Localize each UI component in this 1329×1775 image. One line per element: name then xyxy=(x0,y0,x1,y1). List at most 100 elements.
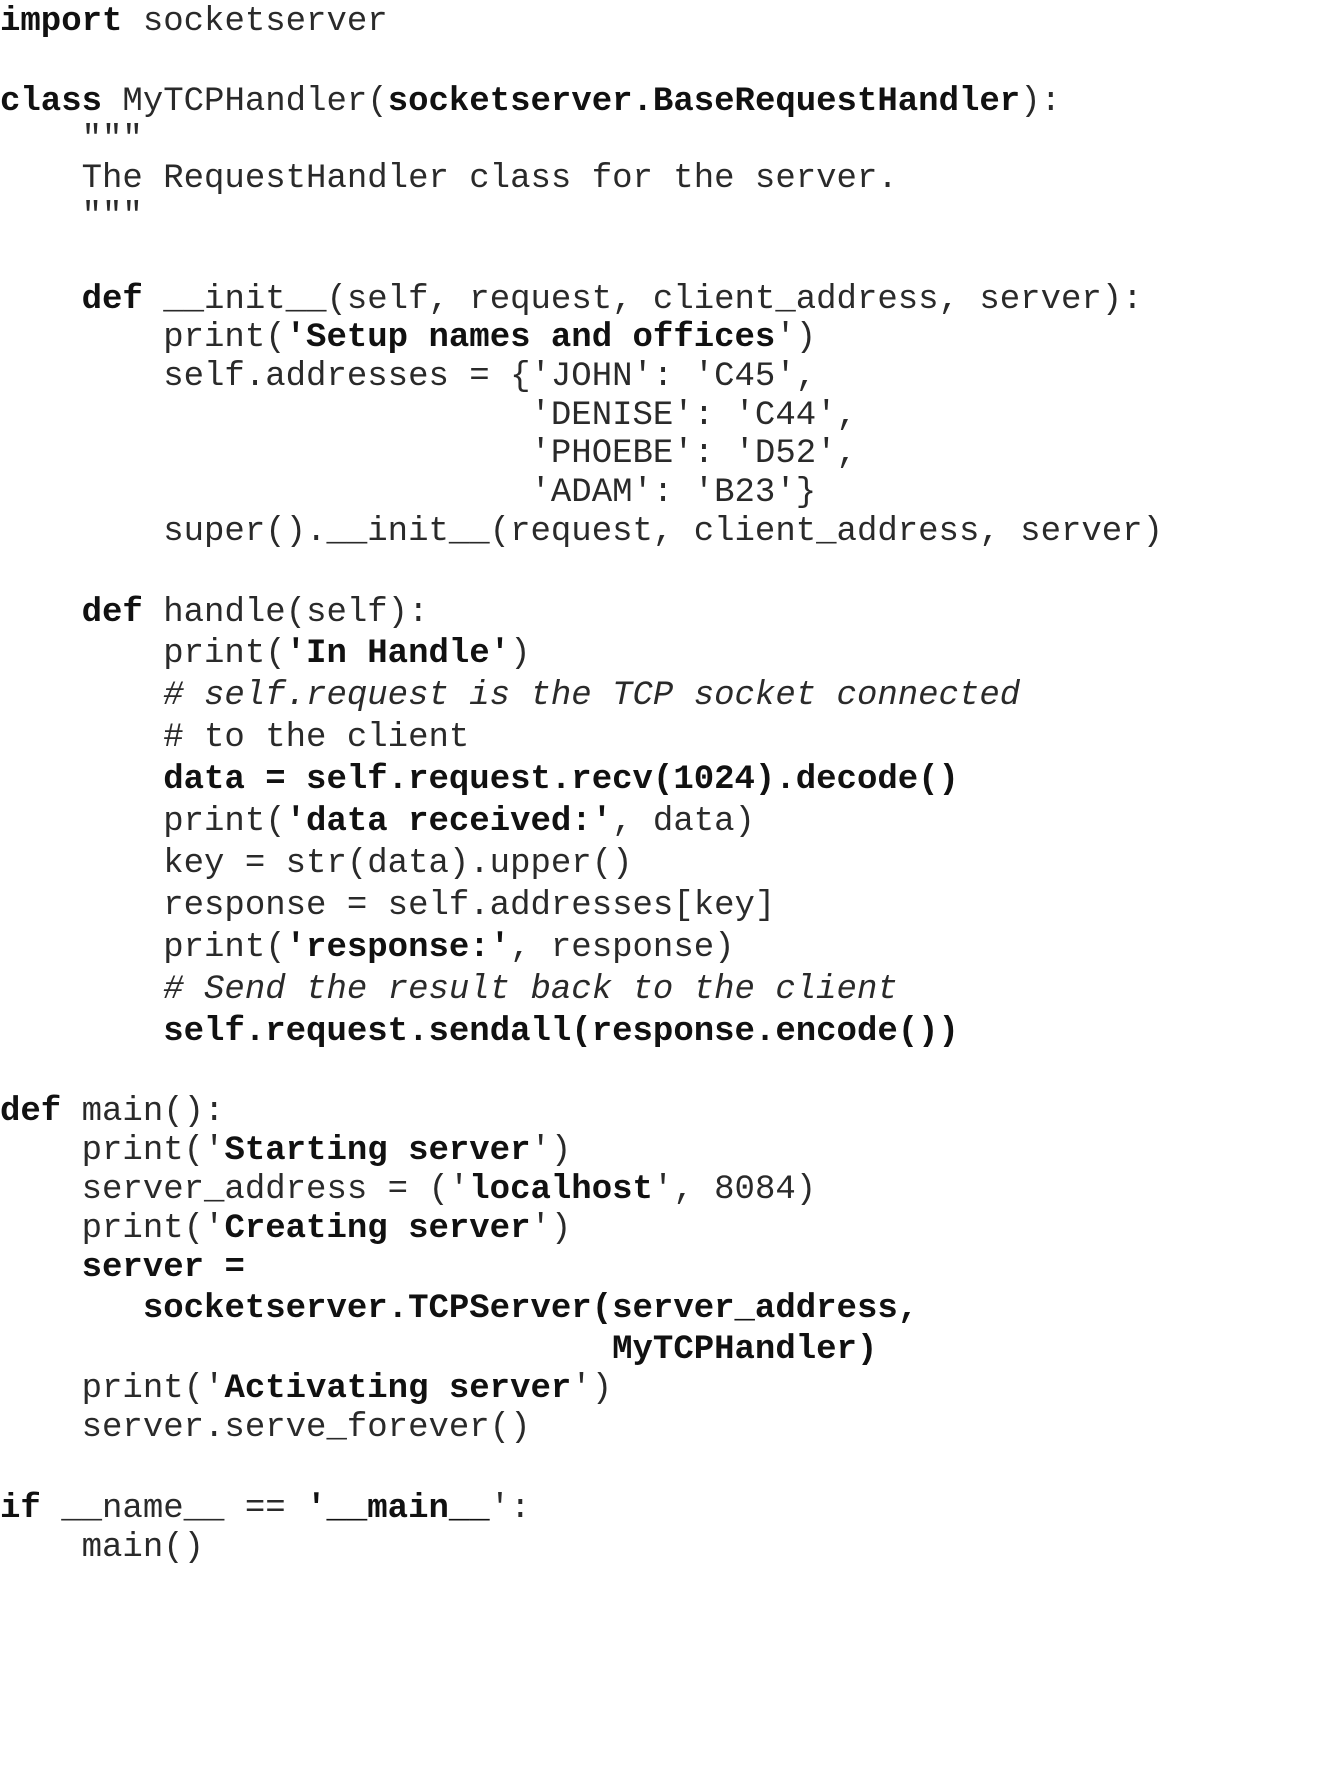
code-line: MyTCPHandler) xyxy=(0,1330,877,1370)
code-token: socketserver xyxy=(122,3,388,41)
code-token: def xyxy=(81,281,143,319)
code-token: ): xyxy=(1020,83,1062,121)
code-line: key = str(data).upper() xyxy=(0,844,633,884)
code-token: The RequestHandler class for the server. xyxy=(0,160,898,198)
code-line: 'DENISE': 'C44', xyxy=(0,396,857,436)
code-line: class MyTCPHandler(socketserver.BaseRequ… xyxy=(0,82,1061,122)
code-line: def __init__(self, request, client_addre… xyxy=(0,280,1143,320)
code-line: 'PHOEBE': 'D52', xyxy=(0,434,857,474)
code-line: # Send the result back to the client xyxy=(0,970,898,1010)
code-token: ') xyxy=(530,1210,572,1248)
code-line: self.request.sendall(response.encode()) xyxy=(0,1012,959,1052)
code-line: response = self.addresses[key] xyxy=(0,886,775,926)
code-token xyxy=(0,1290,143,1328)
code-line: print('data received:', data) xyxy=(0,802,755,842)
code-token: class xyxy=(0,83,103,121)
code-line: socketserver.TCPServer(server_address, xyxy=(0,1289,918,1329)
code-token: 'PHOEBE': 'D52', xyxy=(0,435,857,473)
code-token: ' xyxy=(306,1490,327,1528)
code-line: def main(): xyxy=(0,1092,224,1132)
code-line: if __name__ == '__main__': xyxy=(0,1489,531,1529)
code-line: print('In Handle') xyxy=(0,634,531,674)
code-token: socketserver.TCPServer(server_address, xyxy=(142,1290,919,1328)
code-token: handle(self): xyxy=(142,594,429,632)
code-line: server.serve_forever() xyxy=(0,1408,531,1448)
code-token xyxy=(0,1249,82,1287)
code-token: # Send the result back to the client xyxy=(0,971,898,1009)
code-token: , data) xyxy=(612,803,755,841)
code-token xyxy=(0,1331,612,1369)
code-token: localhost xyxy=(469,1171,653,1209)
code-line: 'ADAM': 'B23'} xyxy=(0,473,816,513)
code-token: key = str(data).upper() xyxy=(0,845,633,883)
code-token: MyTCPHandler) xyxy=(612,1331,878,1369)
code-token: data = self.request.recv(1024).decode() xyxy=(163,761,959,799)
code-token: print(' xyxy=(0,1370,225,1408)
code-token: main(): xyxy=(61,1093,225,1131)
code-token: """ xyxy=(0,198,143,236)
code-token: ') xyxy=(775,319,817,357)
code-token: print(' xyxy=(0,1132,225,1170)
code-token: print( xyxy=(0,803,286,841)
code-line: def handle(self): xyxy=(0,593,429,633)
code-line: # self.request is the TCP socket connect… xyxy=(0,676,1020,716)
code-line: # to the client xyxy=(0,718,469,758)
code-token: def xyxy=(0,1093,62,1131)
code-token: def xyxy=(81,594,143,632)
code-token: server = xyxy=(81,1249,245,1287)
code-token: print( xyxy=(0,319,286,357)
code-token: MyTCPHandler( xyxy=(102,83,388,121)
code-token: socketserver.BaseRequestHandler xyxy=(387,83,1021,121)
code-token: self.request.sendall(response.encode()) xyxy=(163,1013,959,1051)
code-token: ') xyxy=(571,1370,613,1408)
code-line: server = xyxy=(0,1248,245,1288)
code-token: __init__(self, request, client_address, … xyxy=(142,281,1143,319)
code-token xyxy=(0,761,163,799)
code-token: server_address = (' xyxy=(0,1171,470,1209)
code-line: main() xyxy=(0,1528,204,1568)
code-token xyxy=(0,1013,163,1051)
code-token: print( xyxy=(0,635,286,673)
code-line: server_address = ('localhost', 8084) xyxy=(0,1170,817,1210)
code-line: """ xyxy=(0,197,143,237)
code-token: ': xyxy=(489,1490,531,1528)
code-token: 'ADAM': 'B23'} xyxy=(0,474,817,512)
code-token: super().__init__(request, client_address… xyxy=(0,513,1163,551)
code-token: import xyxy=(0,3,123,41)
code-token: # self.request is the TCP socket connect… xyxy=(0,677,1021,715)
code-token: 'DENISE': 'C44', xyxy=(0,397,857,435)
code-token xyxy=(0,281,82,319)
code-line: data = self.request.recv(1024).decode() xyxy=(0,760,959,800)
code-token: ', 8084) xyxy=(652,1171,817,1209)
code-line: """ xyxy=(0,120,143,160)
code-token: 'Setup names and offices xyxy=(285,319,776,357)
code-line: import socketserver xyxy=(0,2,388,42)
code-line: print('response:', response) xyxy=(0,928,735,968)
code-token: Creating server xyxy=(224,1210,531,1248)
code-line: super().__init__(request, client_address… xyxy=(0,512,1163,552)
code-line: print('Starting server') xyxy=(0,1131,572,1171)
code-token: 'data received:' xyxy=(285,803,613,841)
code-line: print('Activating server') xyxy=(0,1369,613,1409)
code-token: ) xyxy=(510,635,531,673)
code-token: """ xyxy=(0,121,143,159)
code-token: Activating server xyxy=(224,1370,572,1408)
code-line: The RequestHandler class for the server. xyxy=(0,159,898,199)
code-token: __main__ xyxy=(326,1490,490,1528)
code-token xyxy=(0,594,82,632)
code-token: server.serve_forever() xyxy=(0,1409,531,1447)
code-token: Starting server xyxy=(224,1132,531,1170)
code-line: self.addresses = {'JOHN': 'C45', xyxy=(0,357,816,397)
code-token: self.addresses = {'JOHN': 'C45', xyxy=(0,358,817,396)
code-token: if xyxy=(0,1490,41,1528)
code-line: print('Creating server') xyxy=(0,1209,572,1249)
code-token: print(' xyxy=(0,1210,225,1248)
code-line: print('Setup names and offices') xyxy=(0,318,816,358)
code-token: response = self.addresses[key] xyxy=(0,887,776,925)
code-token: , response) xyxy=(510,929,735,967)
code-token: main() xyxy=(0,1529,205,1567)
code-token: 'response:' xyxy=(285,929,511,967)
code-token: # to the client xyxy=(0,719,470,757)
code-token: __name__ == xyxy=(40,1490,307,1528)
